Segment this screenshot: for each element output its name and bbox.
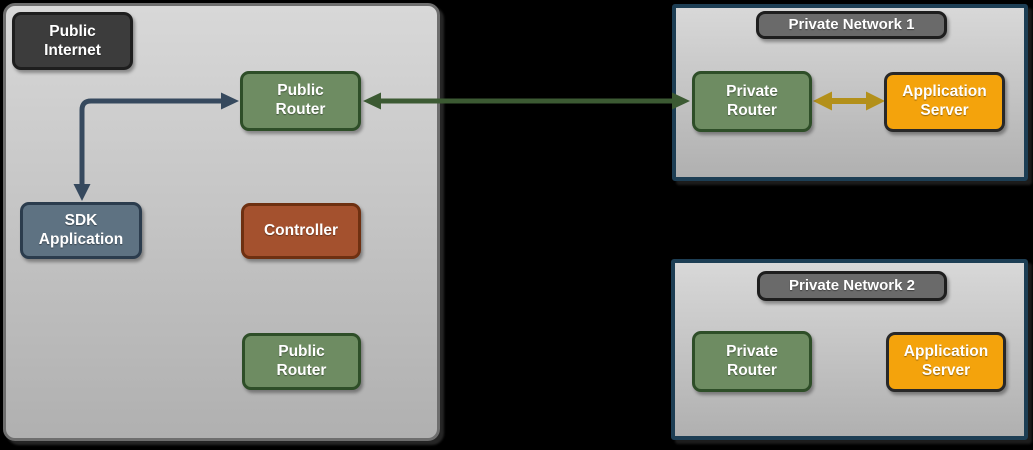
node-pn2-application-server: Application Server [886, 332, 1006, 392]
node-public-router-bottom: Public Router [242, 333, 361, 390]
node-public-router-top: Public Router [240, 71, 361, 131]
private-network-1-title: Private Network 1 [756, 11, 947, 39]
node-pn2-private-router: Private Router [692, 331, 812, 392]
node-controller: Controller [241, 203, 361, 259]
public-internet-label: Public Internet [12, 12, 133, 70]
node-sdk-application: SDK Application [20, 202, 142, 259]
node-pn1-application-server: Application Server [884, 72, 1005, 132]
node-pn1-private-router: Private Router [692, 71, 812, 132]
private-network-2-title: Private Network 2 [757, 271, 947, 301]
